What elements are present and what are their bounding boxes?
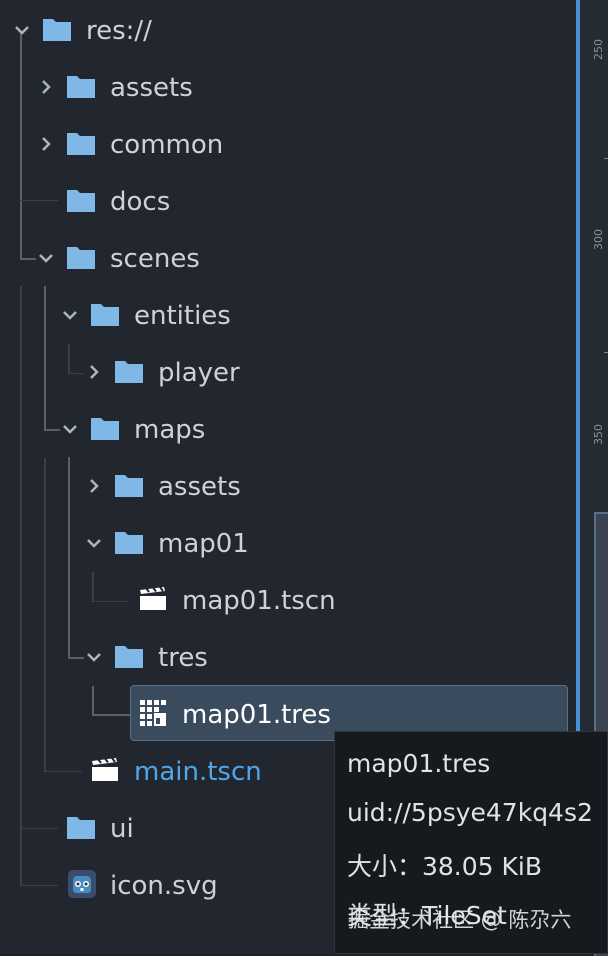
tree-item-map01[interactable]: map01	[0, 515, 570, 572]
tree-item-entities[interactable]: entities	[0, 287, 570, 344]
tree-item-label: scenes	[110, 244, 200, 274]
tree-item-label: player	[158, 358, 240, 388]
tree-item-label: tres	[158, 643, 208, 673]
tree-item-label: maps	[134, 415, 206, 445]
chevron-down-icon[interactable]	[60, 305, 80, 325]
tree-guide	[92, 601, 128, 602]
folder-icon	[115, 646, 143, 668]
tree-guide	[20, 200, 58, 201]
chevron-right-icon[interactable]	[84, 476, 104, 496]
tree-item-label: common	[110, 130, 224, 160]
tree-item-label: entities	[134, 301, 231, 331]
tree-item-player[interactable]: player	[0, 344, 570, 401]
tree-guide	[68, 344, 70, 374]
tree-item-assets[interactable]: assets	[0, 59, 570, 116]
tree-item-maps[interactable]: maps	[0, 401, 570, 458]
chevron-down-icon[interactable]	[84, 647, 104, 667]
folder-icon	[67, 247, 95, 269]
tree-item-label: assets	[110, 73, 193, 103]
folder-icon	[67, 817, 95, 839]
folder-icon	[67, 76, 95, 98]
tree-item-tres[interactable]: tres	[0, 629, 570, 686]
tree-guide	[20, 32, 22, 260]
tree-guide	[92, 572, 94, 602]
folder-icon	[115, 532, 143, 554]
file-tooltip: map01.tres uid://5psye47kq4s2 大小：38.05 K…	[334, 731, 608, 954]
tree-guide	[92, 686, 94, 716]
folder-icon	[91, 304, 119, 326]
ruler-tick	[604, 352, 608, 353]
tree-item-label: map01	[158, 529, 249, 559]
ruler-label: 300	[592, 229, 605, 250]
tree-item-label: ui	[110, 814, 134, 844]
chevron-right-icon[interactable]	[84, 362, 104, 382]
tree-guide	[20, 828, 58, 829]
clapperboard-icon	[140, 586, 166, 610]
panel-splitter[interactable]	[576, 0, 580, 954]
chevron-right-icon[interactable]	[36, 134, 56, 154]
tree-guide	[92, 714, 130, 716]
folder-icon	[67, 190, 95, 212]
tooltip-type: 类型：TileSet	[347, 901, 507, 930]
tree-item-main-tscn[interactable]: main.tscn	[0, 743, 570, 800]
ruler-label: 250	[592, 39, 605, 60]
godot-icon	[68, 870, 96, 898]
ruler-tick	[604, 158, 608, 159]
tree-guide	[44, 771, 82, 772]
chevron-right-icon[interactable]	[36, 77, 56, 97]
folder-icon	[91, 418, 119, 440]
tree-item-map-assets[interactable]: assets	[0, 458, 570, 515]
tree-guide	[20, 885, 58, 886]
tree-item-label: map01.tres	[182, 700, 331, 730]
filesystem-tree: res:// assets common docs scenes entitie…	[0, 2, 570, 914]
tileset-grid-icon	[140, 700, 166, 726]
chevron-down-icon[interactable]	[12, 20, 32, 40]
tree-item-common[interactable]: common	[0, 116, 570, 173]
tree-root[interactable]: res://	[0, 2, 570, 59]
tree-guide	[68, 373, 84, 374]
tree-guide	[44, 458, 46, 772]
tree-item-label: docs	[110, 187, 171, 217]
chevron-down-icon[interactable]	[60, 419, 80, 439]
tree-item-map01-tres[interactable]: map01.tres	[0, 686, 570, 743]
ruler-label: 350	[592, 424, 605, 445]
tree-guide	[68, 457, 70, 659]
tree-item-docs[interactable]: docs	[0, 173, 570, 230]
folder-icon	[67, 133, 95, 155]
tree-guide	[20, 286, 22, 886]
tooltip-filename: map01.tres	[347, 749, 491, 778]
tree-guide	[44, 429, 60, 431]
tree-item-label: map01.tscn	[182, 586, 336, 616]
clapperboard-icon	[92, 757, 118, 781]
tooltip-uid: uid://5psye47kq4s2	[347, 798, 593, 827]
tree-guide	[44, 286, 46, 430]
tree-item-icon-svg[interactable]: icon.svg	[0, 857, 570, 914]
folder-icon	[43, 19, 71, 41]
tree-item-ui[interactable]: ui	[0, 800, 570, 857]
tree-item-label: icon.svg	[110, 871, 218, 901]
watermark: 掘金技术社区 @ 陈尕六	[348, 908, 572, 932]
tree-item-label: main.tscn	[134, 757, 262, 787]
tree-item-label: res://	[86, 16, 152, 46]
tooltip-size: 大小：38.05 KiB	[347, 852, 543, 881]
tree-guide	[68, 657, 84, 659]
folder-icon	[115, 475, 143, 497]
chevron-down-icon[interactable]	[36, 248, 56, 268]
folder-icon	[115, 361, 143, 383]
chevron-down-icon[interactable]	[84, 533, 104, 553]
tree-item-label: assets	[158, 472, 241, 502]
tree-item-scenes[interactable]: scenes	[0, 230, 570, 287]
tree-guide	[20, 258, 36, 260]
tree-item-map01-tscn[interactable]: map01.tscn	[0, 572, 570, 629]
